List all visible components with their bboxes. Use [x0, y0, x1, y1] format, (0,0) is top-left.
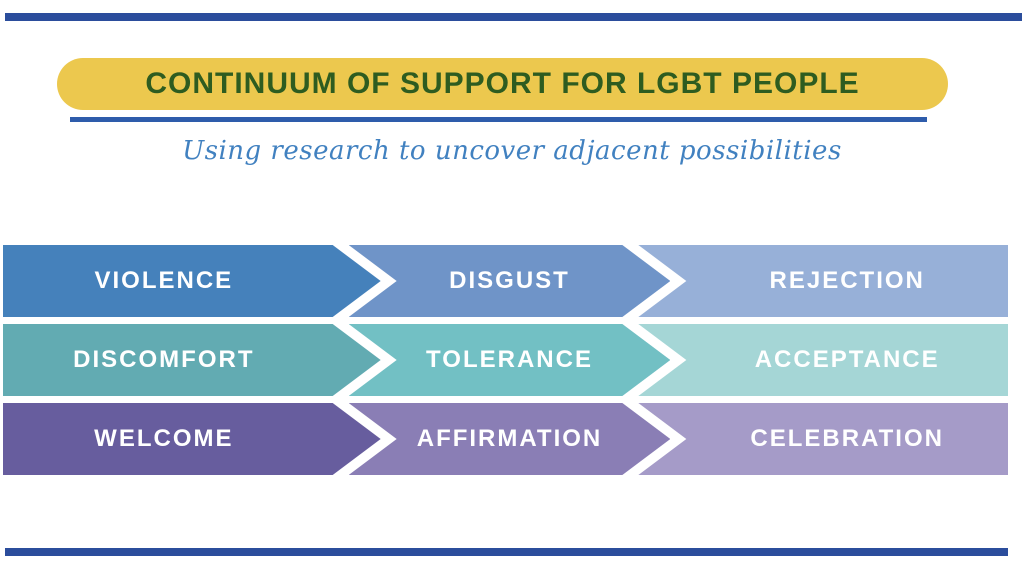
title-highlight-pill: CONTINUUM OF SUPPORT FOR LGBT PEOPLE [57, 58, 948, 110]
segment-rejection: REJECTION [638, 245, 1009, 317]
segment-welcome: WELCOME [3, 403, 381, 475]
page-subtitle: Using research to uncover adjacent possi… [182, 136, 842, 166]
segment-affirmation: AFFIRMATION [349, 403, 671, 475]
chevron-row-tolerance: DISCOMFORT TOLERANCE ACCEPTANCE [3, 324, 1009, 396]
bottom-divider-bar [5, 548, 1008, 556]
title-underline [70, 117, 927, 122]
page-title: CONTINUUM OF SUPPORT FOR LGBT PEOPLE [145, 67, 860, 100]
chevron-row-celebration: WELCOME AFFIRMATION CELEBRATION [3, 403, 1009, 475]
segment-disgust: DISGUST [349, 245, 671, 317]
segment-discomfort: DISCOMFORT [3, 324, 381, 396]
top-divider-bar [5, 13, 1022, 21]
segment-celebration: CELEBRATION [638, 403, 1009, 475]
chevron-row-rejection: VIOLENCE DISGUST REJECTION [3, 245, 1009, 317]
segment-tolerance: TOLERANCE [349, 324, 671, 396]
segment-violence: VIOLENCE [3, 245, 381, 317]
segment-acceptance: ACCEPTANCE [638, 324, 1009, 396]
continuum-diagram: VIOLENCE DISGUST REJECTION DISCOMFORT TO… [3, 245, 1009, 482]
